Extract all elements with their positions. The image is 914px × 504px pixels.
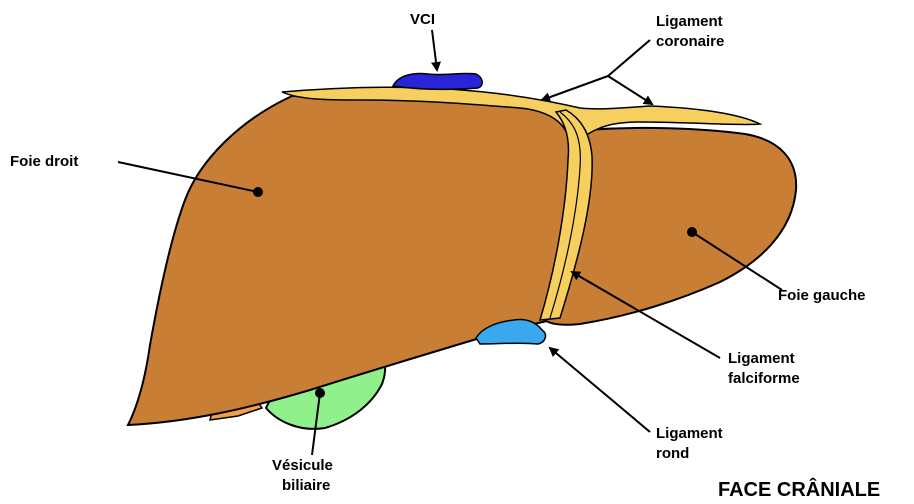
right-lobe-label: Foie droit — [10, 153, 78, 170]
view-title: FACE CRÂNIALE — [718, 477, 880, 501]
right-liver-lobe — [128, 96, 575, 425]
vena-cava-shape — [393, 73, 482, 89]
coronary-arrow-left — [542, 76, 608, 100]
falciform-ligament-label-1: Ligament — [728, 350, 795, 367]
coronary-ligament-label-1: Ligament — [656, 13, 723, 30]
falciform-ligament-label-2: falciforme — [728, 370, 800, 387]
coronary-ligament-label-2: coronaire — [656, 33, 724, 50]
round-ligament-arrow — [550, 348, 650, 432]
coronary-arrow-right — [608, 76, 652, 104]
gallbladder-label-2: biliaire — [282, 477, 330, 494]
vci-arrow — [432, 30, 437, 70]
vci-label: VCI — [410, 11, 435, 28]
left-lobe-label: Foie gauche — [778, 287, 866, 304]
gallbladder-label-1: Vésicule — [272, 457, 333, 474]
round-ligament-label-2: rond — [656, 445, 689, 462]
round-ligament-label-1: Ligament — [656, 425, 723, 442]
coronary-bracket — [608, 40, 650, 76]
